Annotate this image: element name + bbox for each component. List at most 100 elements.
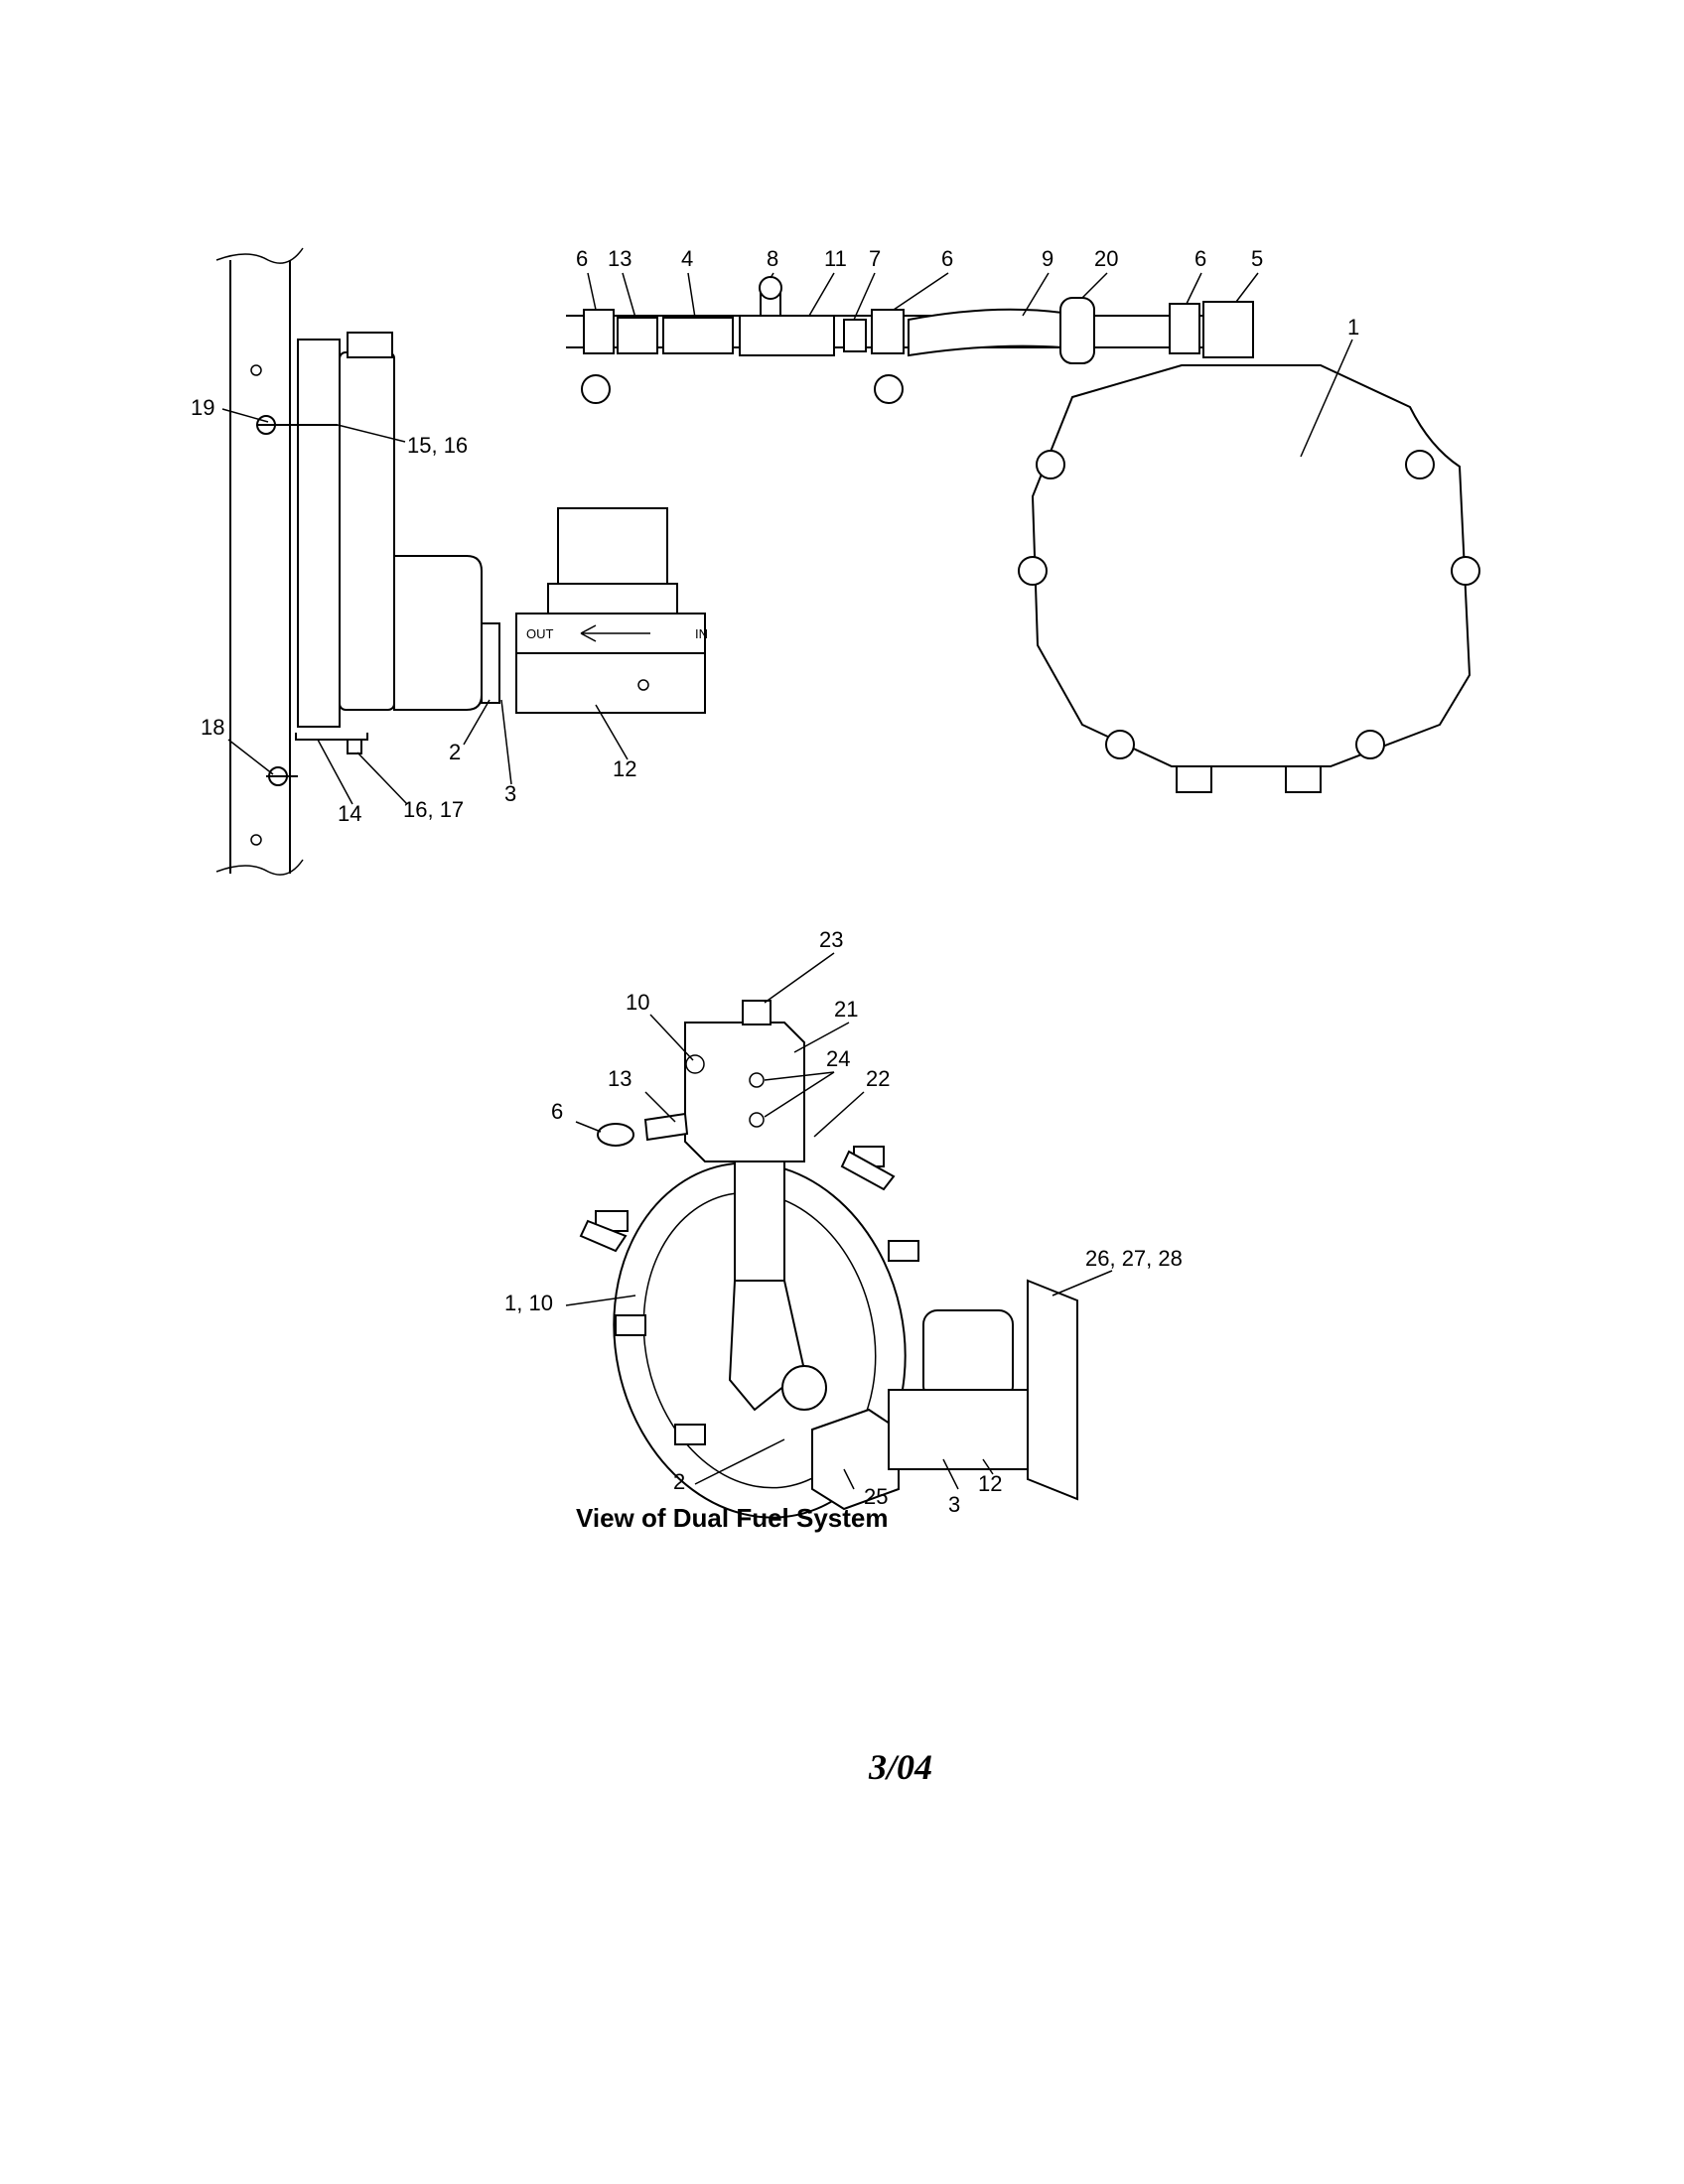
callout-25: 25 [864,1484,888,1509]
callout-26-27-28: 26, 27, 28 [1085,1246,1183,1271]
callout-2: 2 [449,740,461,764]
regulator-body [339,351,395,711]
callout-3: 3 [504,781,516,806]
housing-tab [615,1314,646,1336]
filter-block [811,1408,900,1511]
engine-boss [1018,556,1048,586]
solenoid-valve [888,1389,1029,1470]
callout-3: 3 [948,1492,960,1517]
regulator-outlet-housing [393,555,483,711]
regulator-plate [297,339,341,728]
barb-fitting [579,1219,628,1253]
hose-clamp [1169,303,1200,354]
fitting [617,317,658,354]
regulator-stem [734,1160,785,1282]
bracket-nut [347,739,362,754]
outlet-fitting [481,622,500,704]
callout-7: 7 [869,246,881,271]
callout-5: 5 [1251,246,1263,271]
callout-4: 4 [681,246,693,271]
hose-clamp [597,1123,634,1147]
solenoid-coil [922,1309,1014,1401]
solenoid-base [547,583,678,614]
hose-barb [1202,301,1254,358]
in-marking: IN [695,626,708,641]
coupler [662,317,734,354]
callout-23: 23 [819,927,843,952]
engine-boss [1451,556,1480,586]
flow-arrow [580,624,650,642]
callout-21: 21 [834,997,858,1022]
callout-9: 9 [1042,246,1053,271]
manifold-port [685,1054,705,1074]
engine-outline [1018,364,1480,793]
mounting-bracket [1027,1279,1078,1501]
figure-caption: View of Dual Fuel System [576,1503,889,1533]
callout-1-10: 1, 10 [504,1291,553,1315]
solenoid-coil [557,507,668,585]
callout-labels: 6 13 4 8 11 7 6 9 20 6 5 1 19 15, 16 18 … [191,246,1359,1517]
engine-housing [1031,364,1472,767]
panel-hole [250,364,262,376]
valve-port [637,679,649,691]
tee-fitting [739,315,835,356]
port-plug [749,1112,765,1128]
callout-19: 19 [191,395,214,420]
manifold-cap [742,1000,772,1025]
engine-boss [1355,730,1385,759]
engine-boss [1405,450,1435,479]
regulator-cap [347,332,393,358]
clamp-screw [581,374,611,404]
outlet-port [781,1365,827,1411]
callout-1: 1 [1347,315,1359,340]
revision-date: 3/04 [868,1747,932,1787]
leader-lines [221,272,1353,1490]
callout-22: 22 [866,1066,890,1091]
callout-13: 13 [608,1066,632,1091]
callout-6: 6 [576,246,588,271]
callout-20: 20 [1094,246,1118,271]
callout-14: 14 [338,801,361,826]
callout-6: 6 [941,246,953,271]
callout-2: 2 [673,1469,685,1494]
hose-clamp [583,309,615,354]
regulator-diaphragm [642,1191,877,1489]
callout-11: 11 [824,246,847,271]
plug [759,276,782,300]
callout-16-17: 16, 17 [403,797,464,822]
callout-15-16: 15, 16 [407,433,468,458]
panel-break-bottom [215,859,304,876]
barb-fitting [840,1150,896,1191]
panel-break-top [215,247,304,264]
solenoid-valve-body [515,652,706,714]
hose-barb [643,1112,689,1142]
adapter [843,319,867,352]
side-view-assembly: OUT IN [215,247,708,876]
bracket [295,733,368,741]
out-marking: OUT [526,626,554,641]
grommet [1059,297,1095,364]
callout-13: 13 [608,246,632,271]
engine-foot [1285,765,1322,793]
housing-tab [674,1424,706,1445]
callout-6: 6 [1194,246,1206,271]
dual-fuel-view [579,1000,1078,1519]
callout-24: 24 [826,1046,850,1071]
manifold-block [684,1022,805,1162]
engine-foot [1176,765,1212,793]
housing-tab [888,1240,919,1262]
panel-hole [250,834,262,846]
callout-8: 8 [767,246,778,271]
callout-12: 12 [613,756,636,781]
callout-10: 10 [626,990,649,1015]
port-plug [749,1072,765,1088]
callout-12: 12 [978,1471,1002,1496]
hose-clamp [871,309,905,354]
callout-18: 18 [201,715,224,740]
engine-boss [1036,450,1065,479]
fuel-hose [908,308,1063,357]
engine-boss [1105,730,1135,759]
clamp-screw [874,374,904,404]
fuel-line-assembly [566,276,1254,404]
